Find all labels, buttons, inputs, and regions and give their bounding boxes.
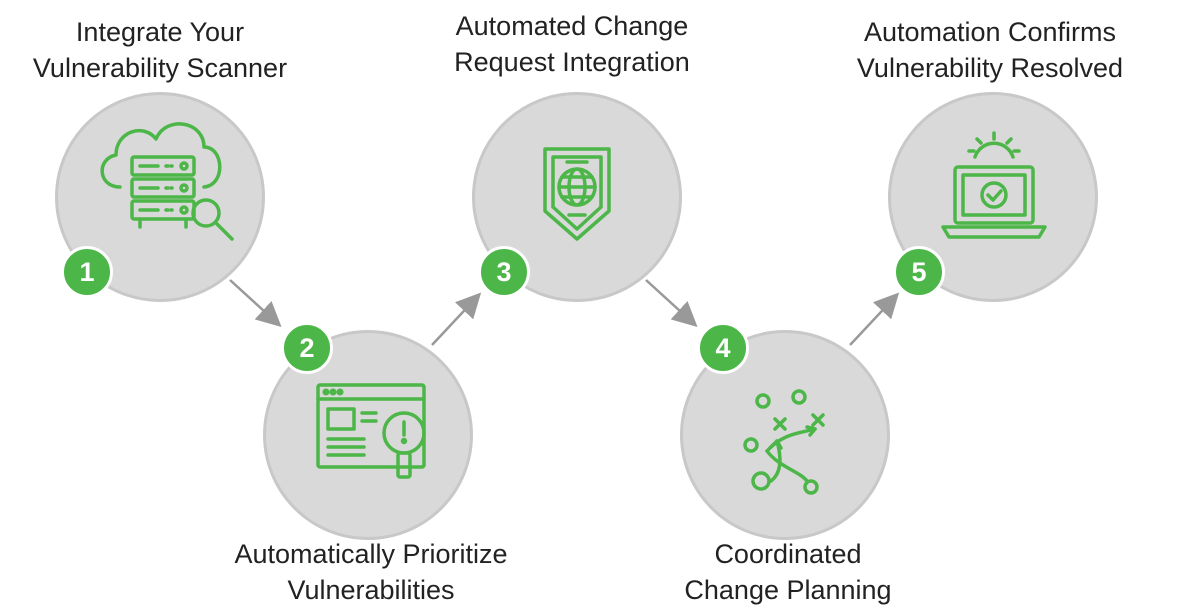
step-2-label-line-2: Vulnerabilities — [287, 575, 455, 605]
cloud-server-search-icon — [100, 122, 234, 241]
step-3-badge: 3 — [478, 246, 530, 298]
step-4-label: Coordinated Change Planning — [638, 536, 938, 608]
step-2-badge: 2 — [281, 322, 333, 374]
step-5-label-line-2: Vulnerability Resolved — [856, 53, 1124, 83]
step-4-label-line-2: Change Planning — [684, 575, 892, 605]
arrow-3-to-4 — [645, 279, 698, 328]
arrow-1-to-2 — [229, 279, 282, 328]
step-1-badge: 1 — [61, 246, 113, 298]
webpage-alert-magnifier-icon — [316, 383, 426, 479]
step-4-label-line-1: Coordinated — [714, 539, 862, 569]
step-3-label: Automated Change Request Integration — [422, 8, 722, 80]
step-1-label: Integrate Your Vulnerability Scanner — [10, 14, 310, 86]
step-4-badge: 4 — [697, 322, 749, 374]
step-2-label: Automatically Prioritize Vulnerabilities — [221, 536, 521, 608]
step-5-badge: 5 — [893, 246, 945, 298]
shield-globe-icon — [543, 147, 611, 241]
step-5-label-line-1: Automation Confirms — [863, 17, 1117, 47]
step-1-circle — [55, 92, 265, 302]
step-1-label-line-2: Vulnerability Scanner — [32, 53, 288, 83]
arrow-4-to-5 — [849, 292, 900, 346]
step-5-label: Automation Confirms Vulnerability Resolv… — [840, 14, 1140, 86]
arrow-2-to-3 — [431, 292, 482, 346]
step-1-label-line-1: Integrate Your — [75, 17, 245, 47]
step-3-label-line-2: Request Integration — [454, 47, 690, 77]
step-2-label-line-1: Automatically Prioritize — [234, 539, 508, 569]
strategy-play-icon — [743, 389, 825, 495]
step-3-label-line-1: Automated Change — [455, 11, 689, 41]
step-2-circle — [263, 330, 473, 540]
laptop-gear-check-icon — [941, 131, 1047, 239]
